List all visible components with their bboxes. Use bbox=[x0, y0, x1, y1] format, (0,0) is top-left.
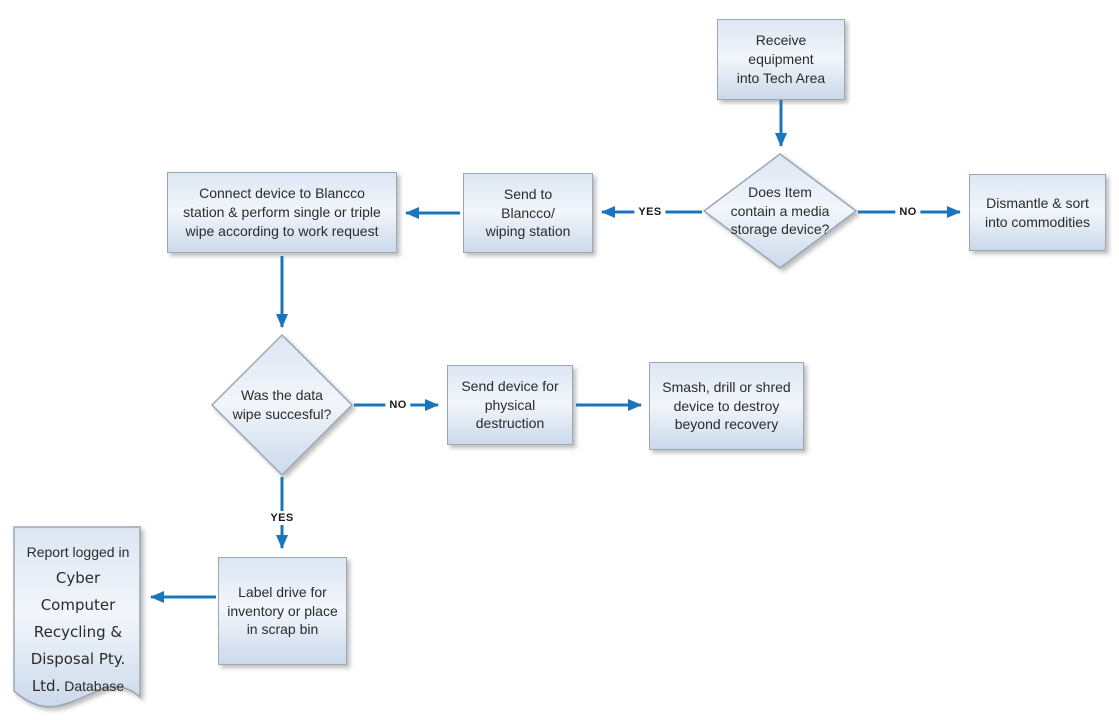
report-prefix: Report logged in bbox=[26, 544, 130, 560]
report-suffix: Database bbox=[64, 678, 125, 695]
node-send-blancco: Send to Blancco/ wiping station bbox=[463, 173, 593, 253]
node-physical-destruction-label: Send device for physical destruction bbox=[461, 377, 559, 432]
node-connect-blancco-label: Connect device to Blancco station & perf… bbox=[183, 185, 381, 239]
node-physical-destruction: Send device for physical destruction bbox=[447, 365, 573, 445]
edge-label-wipe-yes: YES bbox=[266, 511, 298, 525]
node-send-blancco-label: Send to Blancco/ wiping station bbox=[485, 185, 571, 240]
node-connect-blancco: Connect device to Blancco station & perf… bbox=[167, 172, 397, 253]
node-dismantle-sort-label: Dismantle & sort into commodities bbox=[984, 194, 1091, 230]
report-company-name: Cyber Computer Recycling & Disposal Pty.… bbox=[30, 569, 126, 696]
node-smash-drill-shred-label: Smash, drill or shred device to destroy … bbox=[662, 378, 791, 433]
edge-label-wipe-no: NO bbox=[385, 398, 411, 412]
decision-wipe-diamond bbox=[210, 333, 354, 477]
decision-media-diamond bbox=[702, 153, 858, 269]
node-smash-drill-shred: Smash, drill or shred device to destroy … bbox=[649, 362, 804, 450]
node-label-drive: Label drive for inventory or place in sc… bbox=[218, 557, 347, 665]
node-dismantle-sort: Dismantle & sort into commodities bbox=[969, 174, 1106, 251]
edge-label-media-no: NO bbox=[895, 205, 921, 219]
node-label-drive-label: Label drive for inventory or place in sc… bbox=[227, 583, 338, 638]
node-receive-equipment-label: Receive equipment into Tech Area bbox=[736, 32, 826, 86]
edge-label-media-yes: YES bbox=[634, 205, 666, 219]
decision-wipe-text: Was the data wipe succesful? bbox=[232, 387, 332, 422]
decision-media-text: Does Item contain a media storage device… bbox=[730, 183, 830, 238]
report-document-shape bbox=[13, 526, 141, 708]
node-receive-equipment: Receive equipment into Tech Area bbox=[717, 19, 845, 100]
report-document-text: Report logged in Cyber Computer Recyclin… bbox=[22, 540, 134, 700]
